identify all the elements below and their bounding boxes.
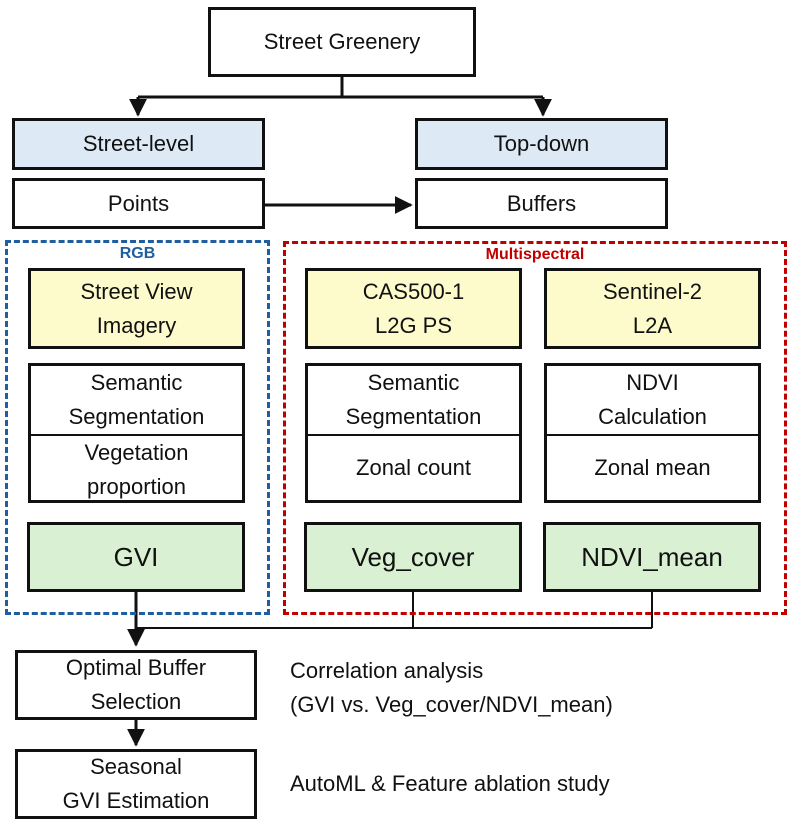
optimal-line-2: Selection xyxy=(90,689,182,714)
sentinel2-processing-box: NDVI Calculation Zonal mean xyxy=(544,363,761,503)
street-greenery-label: Street Greenery xyxy=(263,29,421,54)
street-view-line-2: Imagery xyxy=(96,312,177,338)
step-line: NDVI xyxy=(626,370,679,395)
cas500-line-2: L2G PS xyxy=(374,312,453,338)
note-line: (GVI vs. Veg_cover/NDVI_mean) xyxy=(290,692,613,717)
points-box: Points xyxy=(12,178,265,229)
seasonal-line-2: GVI Estimation xyxy=(62,788,210,813)
automl-note: AutoML & Feature ablation study xyxy=(290,767,610,801)
multispectral-group-label: Multispectral xyxy=(485,246,585,263)
gvi-output-box: GVI xyxy=(27,522,245,592)
step-line: Segmentation xyxy=(345,404,482,429)
sentinel2-source-box: Sentinel-2 L2A xyxy=(544,268,761,349)
semantic-segmentation-step: Semantic Segmentation xyxy=(308,366,519,434)
optimal-buffer-selection-box: Optimal Buffer Selection xyxy=(15,650,257,720)
rgb-group: RGB xyxy=(5,240,270,615)
zonal-mean-step: Zonal mean xyxy=(547,434,758,500)
step-line: Zonal mean xyxy=(594,455,711,480)
cas500-source-box: CAS500-1 L2G PS xyxy=(305,268,522,349)
vegetation-proportion-step: Vegetation proportion xyxy=(31,434,242,504)
street-level-box: Street-level xyxy=(12,118,265,170)
gvi-label: GVI xyxy=(113,542,159,572)
veg-cover-output-box: Veg_cover xyxy=(304,522,522,592)
points-label: Points xyxy=(107,190,170,216)
seasonal-gvi-estimation-box: Seasonal GVI Estimation xyxy=(15,749,257,819)
ndvi-mean-label: NDVI_mean xyxy=(581,542,723,572)
zonal-count-step: Zonal count xyxy=(308,434,519,500)
street-view-imagery-box: Street View Imagery xyxy=(28,268,245,349)
sentinel2-line-1: Sentinel-2 xyxy=(602,278,703,304)
cas500-line-1: CAS500-1 xyxy=(362,278,465,304)
step-line: Calculation xyxy=(598,404,707,429)
ndvi-mean-output-box: NDVI_mean xyxy=(543,522,761,592)
note-line: Correlation analysis xyxy=(290,658,484,683)
street-greenery-box: Street Greenery xyxy=(208,7,476,77)
correlation-analysis-note: Correlation analysis (GVI vs. Veg_cover/… xyxy=(290,654,613,722)
buffers-box: Buffers xyxy=(415,178,668,229)
semantic-segmentation-step: Semantic Segmentation xyxy=(31,366,242,434)
step-line: Semantic xyxy=(90,370,183,395)
optimal-line-1: Optimal Buffer xyxy=(65,655,207,680)
top-down-box: Top-down xyxy=(415,118,668,170)
top-down-label: Top-down xyxy=(493,131,590,156)
rgb-group-label: RGB xyxy=(119,245,156,262)
step-line: Zonal count xyxy=(356,455,471,480)
street-level-label: Street-level xyxy=(82,131,195,156)
step-line: Vegetation xyxy=(84,440,189,465)
note-line: AutoML & Feature ablation study xyxy=(290,771,610,796)
cas500-processing-box: Semantic Segmentation Zonal count xyxy=(305,363,522,503)
step-line: Segmentation xyxy=(68,404,205,429)
buffers-label: Buffers xyxy=(506,190,577,216)
rgb-processing-box: Semantic Segmentation Vegetation proport… xyxy=(28,363,245,503)
street-view-line-1: Street View xyxy=(80,278,193,304)
step-line: proportion xyxy=(86,474,187,499)
sentinel2-line-2: L2A xyxy=(632,312,673,338)
ndvi-calculation-step: NDVI Calculation xyxy=(547,366,758,434)
step-line: Semantic xyxy=(367,370,460,395)
seasonal-line-1: Seasonal xyxy=(90,754,182,779)
multispectral-group: Multispectral xyxy=(283,241,787,615)
veg-cover-label: Veg_cover xyxy=(351,542,475,572)
